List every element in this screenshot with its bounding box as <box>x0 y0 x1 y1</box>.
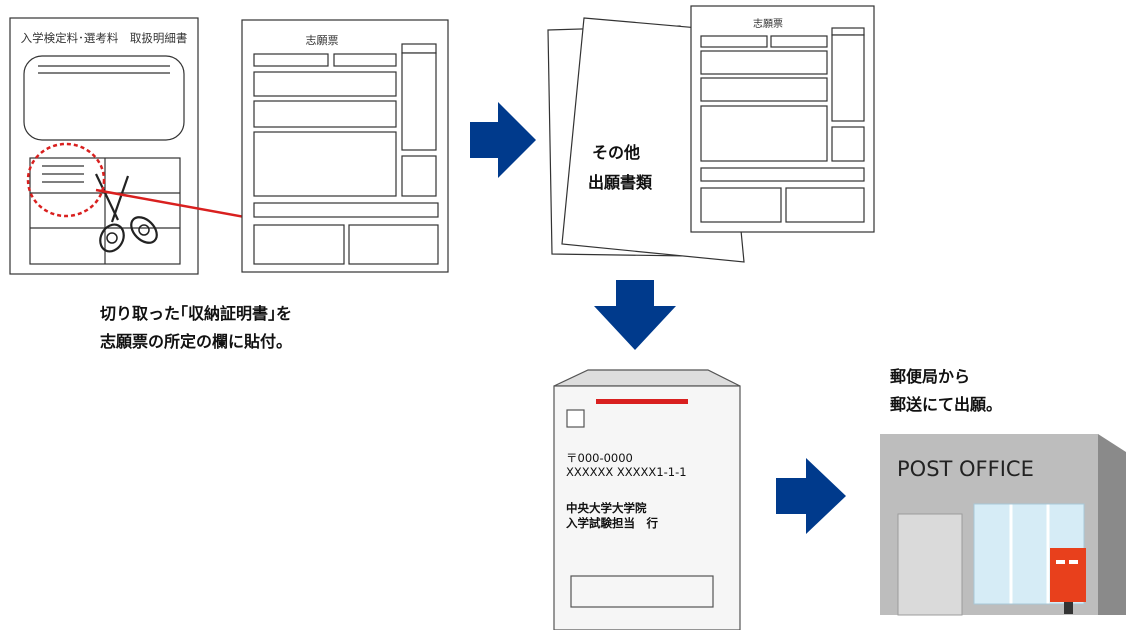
envelope-red-line <box>596 399 688 404</box>
instruction-line1: 切り取った｢収納証明書｣を <box>100 304 292 323</box>
building-side <box>1098 434 1126 615</box>
envelope-recipient-line1: 中央大学大学院 <box>566 501 647 515</box>
scissors-icon <box>95 173 158 253</box>
receipt-title: 入学検定料･選考料 取扱明細書 <box>21 31 188 45</box>
form-title: 志願票 <box>306 34 339 47</box>
front-application-form: 志願票 <box>690 5 875 233</box>
arrow-down <box>594 280 676 350</box>
application-form: 志願票 <box>241 19 449 273</box>
arrow-right-2 <box>776 458 846 534</box>
post-office-building <box>880 434 1126 616</box>
other-documents-label-line1: その他 <box>592 143 640 162</box>
envelope-recipient-line2: 入学試験担当 行 <box>566 516 658 530</box>
arrow-right-1 <box>470 102 536 178</box>
post-office-sign: POST OFFICE <box>897 457 1034 481</box>
front-form-title: 志願票 <box>753 17 783 30</box>
envelope-bottom-box <box>570 575 714 608</box>
mailbox <box>1050 548 1086 602</box>
envelope-address: XXXXXX XXXXX1-1-1 <box>566 465 687 479</box>
stamp-box <box>566 409 585 428</box>
other-documents-label-line2: 出願書類 <box>588 173 653 192</box>
envelope <box>553 369 741 630</box>
post-office-caption-line2: 郵送にて出願。 <box>890 395 1002 414</box>
instruction-line2: 志願票の所定の欄に貼付。 <box>100 332 292 351</box>
envelope-flap <box>553 369 741 387</box>
building-door <box>897 513 963 616</box>
envelope-postal-code: 〒000-0000 <box>566 451 633 465</box>
fee-receipt: 入学検定料･選考料 取扱明細書 <box>9 17 199 275</box>
post-office-caption-line1: 郵便局から <box>890 367 970 386</box>
receipt-cut-highlight <box>26 142 106 218</box>
receipt-upper-box <box>23 55 185 141</box>
